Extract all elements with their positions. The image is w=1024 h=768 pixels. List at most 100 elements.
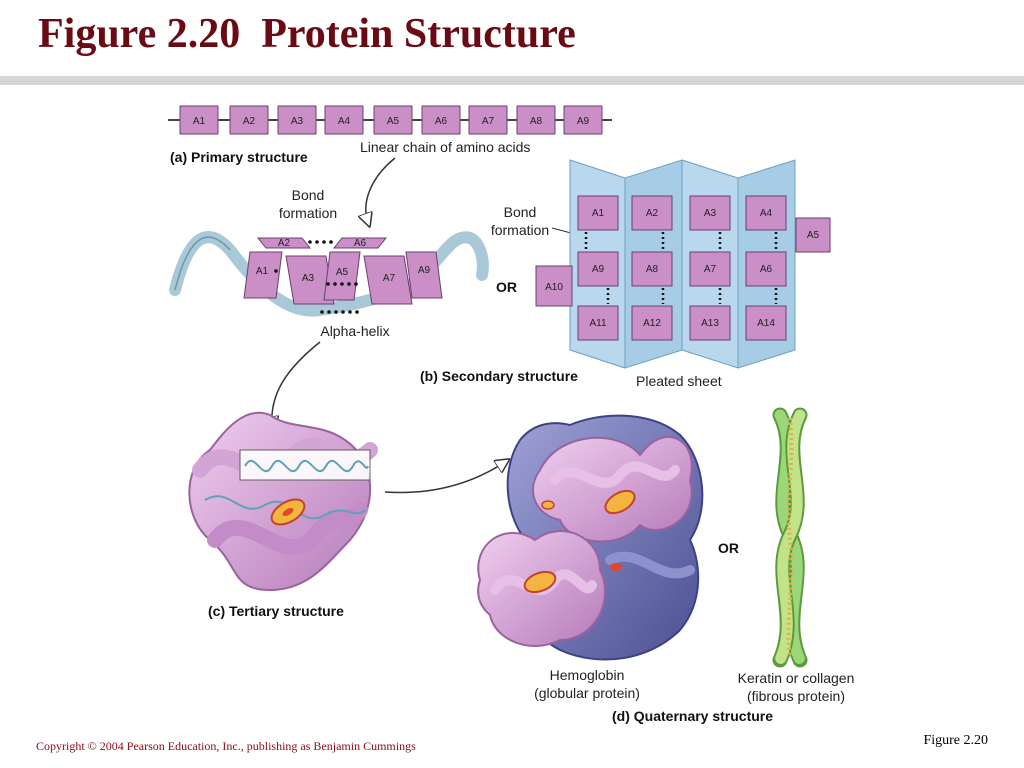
helix-residue-a3: A3 <box>285 255 335 305</box>
residue-label: A12 <box>643 318 661 329</box>
residue-label: A6 <box>435 116 448 127</box>
sheet-residue-a2: A2 <box>631 195 673 231</box>
residue-label: A1 <box>592 208 605 219</box>
tertiary-to-quaternary-arrow <box>384 462 505 494</box>
sheet-residue-a12: A12 <box>631 305 673 341</box>
hemoglobin: Hemoglobin (globular protein) <box>477 414 704 701</box>
helix-residue-a5: A5 <box>323 251 361 301</box>
primary-structure-label: (a) Primary structure <box>170 149 308 165</box>
residue-label: A1 <box>193 116 206 127</box>
residue-label: A2 <box>243 116 256 127</box>
fibrous-protein: Keratin or collagen (fibrous protein) <box>738 407 855 704</box>
alpha-helix-label: Alpha-helix <box>320 323 389 339</box>
residue-label: A9 <box>577 116 590 127</box>
residue-label: A3 <box>302 273 315 284</box>
tertiary-structure-label: (c) Tertiary structure <box>208 603 344 619</box>
helix-bond-label-line2: formation <box>279 205 337 221</box>
helix-to-tertiary-arrow <box>272 341 321 425</box>
hemoglobin-label-line1: Hemoglobin <box>550 667 625 683</box>
residue-label: A3 <box>704 208 717 219</box>
residue-label: A11 <box>589 318 606 329</box>
residue-a1: A1 <box>179 105 219 135</box>
fiber-strand-3 <box>786 417 794 659</box>
figure-reference: Figure 2.20 <box>923 733 988 748</box>
sheet-row-3: A11 A12 A13 A14 <box>577 305 787 341</box>
residue-a8: A8 <box>516 105 556 135</box>
fibrous-label-line2: (fibrous protein) <box>747 688 845 704</box>
sheet-residue-a5: A5 <box>795 217 831 253</box>
slide-title: Figure 2.20 Protein Structure <box>38 11 576 57</box>
or-label-quaternary: OR <box>718 540 739 556</box>
helix-residue-a7: A7 <box>363 255 413 305</box>
tertiary-structure: (c) Tertiary structure <box>188 411 505 619</box>
sheet-hydrogen-bonds <box>584 232 778 304</box>
residue-label: A1 <box>256 266 269 277</box>
quaternary-structure-label: (d) Quaternary structure <box>612 708 773 724</box>
fibrous-label-line1: Keratin or collagen <box>738 670 855 686</box>
residue-label: A2 <box>646 208 659 219</box>
residue-a3: A3 <box>277 105 317 135</box>
residue-label: A10 <box>545 282 563 293</box>
sheet-residue-a1: A1 <box>577 195 619 231</box>
residue-label: A3 <box>291 116 304 127</box>
secondary-structure-label: (b) Secondary structure <box>420 368 578 384</box>
helix-residues: A2 A6 A1 A3 A5 A7 A9 <box>243 237 443 305</box>
copyright-footer: Copyright © 2004 Pearson Education, Inc.… <box>36 739 416 753</box>
hemoglobin-tube-highlight-3 <box>605 551 695 579</box>
hemoglobin-label-line2: (globular protein) <box>534 685 640 701</box>
helix-residue-a1: A1 <box>243 251 283 299</box>
heme-group <box>523 570 557 594</box>
or-label-secondary: OR <box>496 279 517 295</box>
sheet-residue-a13: A13 <box>689 305 731 341</box>
alpha-helix: Bond formation A2 A6 A1 A3 A5 A7 A9 Alph… <box>169 187 489 425</box>
helix-residue-a2: A2 <box>256 237 312 249</box>
sheet-residue-a10: A10 <box>535 265 573 307</box>
heme-group <box>610 563 622 571</box>
heme-group <box>604 489 636 515</box>
helix-residue-a9: A9 <box>405 251 443 299</box>
heme-group <box>541 500 555 510</box>
sheet-residue-a3: A3 <box>689 195 731 231</box>
residue-label: A6 <box>354 238 367 249</box>
hemoglobin-tube-highlight-1 <box>550 461 680 488</box>
helix-residue-a6: A6 <box>332 237 388 249</box>
tertiary-helix-segment <box>244 459 369 473</box>
residue-label: A9 <box>592 264 605 275</box>
hemoglobin-pink-subunit-top <box>531 436 693 543</box>
sheet-row-1: A1 A2 A3 A4 <box>577 195 787 231</box>
sheet-residue-a8: A8 <box>631 251 673 287</box>
residue-a7: A7 <box>468 105 508 135</box>
linear-chain-label: Linear chain of amino acids <box>360 139 530 155</box>
residue-a9: A9 <box>563 105 603 135</box>
helix-bond-label-line1: Bond <box>292 187 325 203</box>
title-divider <box>0 76 1024 85</box>
residue-label: A5 <box>807 230 820 241</box>
sheet-residue-a7: A7 <box>689 251 731 287</box>
residue-label: A7 <box>482 116 495 127</box>
sheet-bond-label-line2: formation <box>491 222 549 238</box>
residue-a6: A6 <box>421 105 461 135</box>
residue-label: A5 <box>336 267 349 278</box>
residue-a5: A5 <box>373 105 413 135</box>
residue-label: A7 <box>383 273 396 284</box>
residue-a4: A4 <box>324 105 364 135</box>
primary-residues: A1 A2 A3 A4 A5 A6 A7 A8 A9 <box>179 105 603 135</box>
residue-label: A6 <box>760 264 773 275</box>
residue-label: A2 <box>278 238 291 249</box>
helix-ribbon-edge <box>174 236 231 291</box>
residue-label: A5 <box>387 116 400 127</box>
primary-to-helix-arrow <box>366 157 396 222</box>
residue-label: A9 <box>418 265 431 276</box>
residue-label: A8 <box>530 116 543 127</box>
hydrogen-bond-dots <box>274 240 359 314</box>
sheet-residue-a9: A9 <box>577 251 619 287</box>
helix-highlight-box <box>239 449 371 481</box>
sheet-residue-a11: A11 <box>577 305 619 341</box>
sheet-row-2: A9 A8 A7 A6 <box>577 251 787 287</box>
sheet-residue-a14: A14 <box>745 305 787 341</box>
residue-label: A4 <box>338 116 351 127</box>
sheet-residue-a6: A6 <box>745 251 787 287</box>
residue-label: A14 <box>757 318 775 329</box>
residue-label: A7 <box>704 264 717 275</box>
